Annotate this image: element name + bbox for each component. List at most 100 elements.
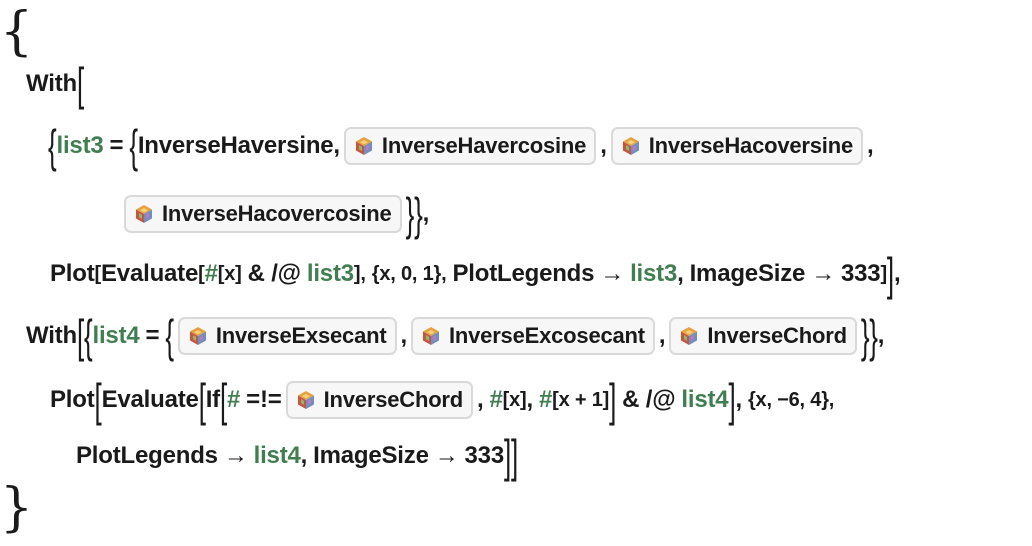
comma: , <box>867 132 874 159</box>
image-size-value: 333 <box>841 260 881 287</box>
code-line-plot-2: Plot[ Evaluate[ If[ # =!= InverseChord ,… <box>50 372 835 426</box>
map-operator: & /@ <box>247 260 301 287</box>
resource-function-label: InverseExsecant <box>215 323 387 348</box>
bracket-close: ] <box>880 262 887 285</box>
outer-open-brace: { <box>0 2 34 62</box>
comma: , <box>893 260 901 287</box>
code-line-with-2: With[{ list4 = { InverseExsecant , Inver… <box>26 308 885 362</box>
resource-function-inverse-hacoversine[interactable]: InverseHacoversine <box>610 127 863 165</box>
resource-function-icon <box>421 326 441 346</box>
resource-function-inverse-hacovercosine[interactable]: InverseHacovercosine <box>124 195 402 233</box>
resource-function-inverse-chord[interactable]: InverseChord <box>669 317 857 355</box>
equals-operator: = <box>109 132 124 159</box>
bracket-close: ] <box>511 428 519 483</box>
bracket-open: [ <box>198 372 206 427</box>
slot-symbol: # <box>204 260 218 287</box>
brace-close: } <box>405 186 415 241</box>
resource-function-inverse-havercosine[interactable]: InverseHavercosine <box>343 127 597 165</box>
comma: , <box>300 442 308 469</box>
resource-function-label: InverseHavercosine <box>381 133 587 158</box>
option-plot-legends: PlotLegends <box>452 260 595 287</box>
rule-arrow: → <box>223 442 248 469</box>
bracket-open: [ <box>219 372 228 427</box>
function-inverse-haversine: InverseHaversine, <box>137 132 340 159</box>
variable-list3: list3 <box>56 132 104 159</box>
comma: , <box>735 386 742 413</box>
bracket-open: [ <box>76 56 84 111</box>
option-plot-legends: PlotLegends <box>76 442 218 469</box>
code-line-plot-1: Plot[ Evaluate[ # [x] & /@ list3], {x, 0… <box>50 246 901 300</box>
plot-range: {x, −6, 4}, <box>747 388 835 411</box>
option-image-size: ImageSize <box>313 442 429 469</box>
evaluate-keyword: Evaluate <box>101 260 199 287</box>
resource-function-icon <box>621 136 641 156</box>
slot-symbol: # <box>538 386 553 413</box>
slot-symbol: # <box>227 386 241 413</box>
bracket-open: [ <box>198 262 205 285</box>
brace-open: { <box>84 308 93 363</box>
plot-range: {x, 0, 1}, <box>371 262 447 285</box>
code-line-list3-def: { list3 = { InverseHaversine, InverseHav… <box>48 118 874 172</box>
brace-open: { <box>48 118 57 173</box>
resource-function-label: InverseChord <box>707 323 847 348</box>
bracket-close: ] <box>886 246 894 301</box>
comma: , <box>477 386 484 413</box>
rule-arrow: → <box>600 260 625 287</box>
variable-list4: list4 <box>92 322 140 349</box>
bracket-open: [ <box>94 262 102 285</box>
unsame-operator: =!= <box>246 386 282 413</box>
image-size-value: 333 <box>464 442 505 469</box>
code-line-with-1: With[ <box>26 56 84 110</box>
comma: , <box>877 322 885 349</box>
comma: , <box>677 260 684 287</box>
comma: , <box>400 322 408 349</box>
code-line-plot-2-cont: PlotLegends → list4, ImageSize → 333]] <box>76 428 518 482</box>
outer-close-brace: } <box>0 478 34 538</box>
brace-close: } <box>860 308 870 363</box>
code-line-list3-cont: InverseHacovercosine }}, <box>120 186 430 240</box>
comma: , <box>422 200 430 227</box>
resource-function-icon <box>354 136 374 156</box>
bracket-open: [ <box>94 372 102 427</box>
if-keyword: If <box>205 386 220 413</box>
brace-open: { <box>129 118 138 173</box>
variable-list4: list4 <box>253 442 301 469</box>
plot-keyword: Plot <box>50 386 95 413</box>
brace-close: } <box>414 186 423 241</box>
comma: , <box>658 322 666 349</box>
resource-function-inverse-chord[interactable]: InverseChord <box>285 381 474 419</box>
bracket-open: [ <box>76 308 84 363</box>
bracket-close: ] <box>728 372 736 427</box>
resource-function-label: InverseChord <box>323 387 464 412</box>
variable-list3: list3 <box>306 260 354 287</box>
resource-function-icon <box>296 390 316 410</box>
resource-function-inverse-excosecant[interactable]: InverseExcosecant <box>410 317 655 355</box>
evaluate-keyword: Evaluate <box>101 386 199 413</box>
variable-list4: list4 <box>681 386 729 413</box>
option-image-size: ImageSize <box>689 260 806 287</box>
bracket-close: ] <box>503 428 512 483</box>
resource-function-label: InverseHacoversine <box>648 133 854 158</box>
bracket-close: ] <box>609 372 617 427</box>
bracket-close: ], <box>353 262 366 285</box>
rule-arrow: → <box>811 260 835 287</box>
map-operator: & /@ <box>622 386 676 413</box>
comma: , <box>600 132 607 159</box>
comma: , <box>526 386 534 413</box>
argument-x: [x] <box>217 262 242 285</box>
equals-operator: = <box>145 322 160 349</box>
resource-function-icon <box>679 326 699 346</box>
brace-open: { <box>165 308 174 363</box>
rule-arrow: → <box>434 442 459 469</box>
argument-x-plus-1: [x + 1] <box>552 388 610 411</box>
slot-symbol: # <box>489 386 503 413</box>
argument-x: [x] <box>502 388 527 411</box>
plot-keyword: Plot <box>50 260 95 287</box>
resource-function-label: InverseExcosecant <box>448 323 645 348</box>
with-keyword: With <box>26 322 77 349</box>
brace-close: } <box>869 308 878 363</box>
with-keyword: With <box>26 70 77 97</box>
resource-function-inverse-exsecant[interactable]: InverseExsecant <box>177 317 397 355</box>
resource-function-icon <box>134 204 154 224</box>
resource-function-label: InverseHacovercosine <box>162 201 392 226</box>
